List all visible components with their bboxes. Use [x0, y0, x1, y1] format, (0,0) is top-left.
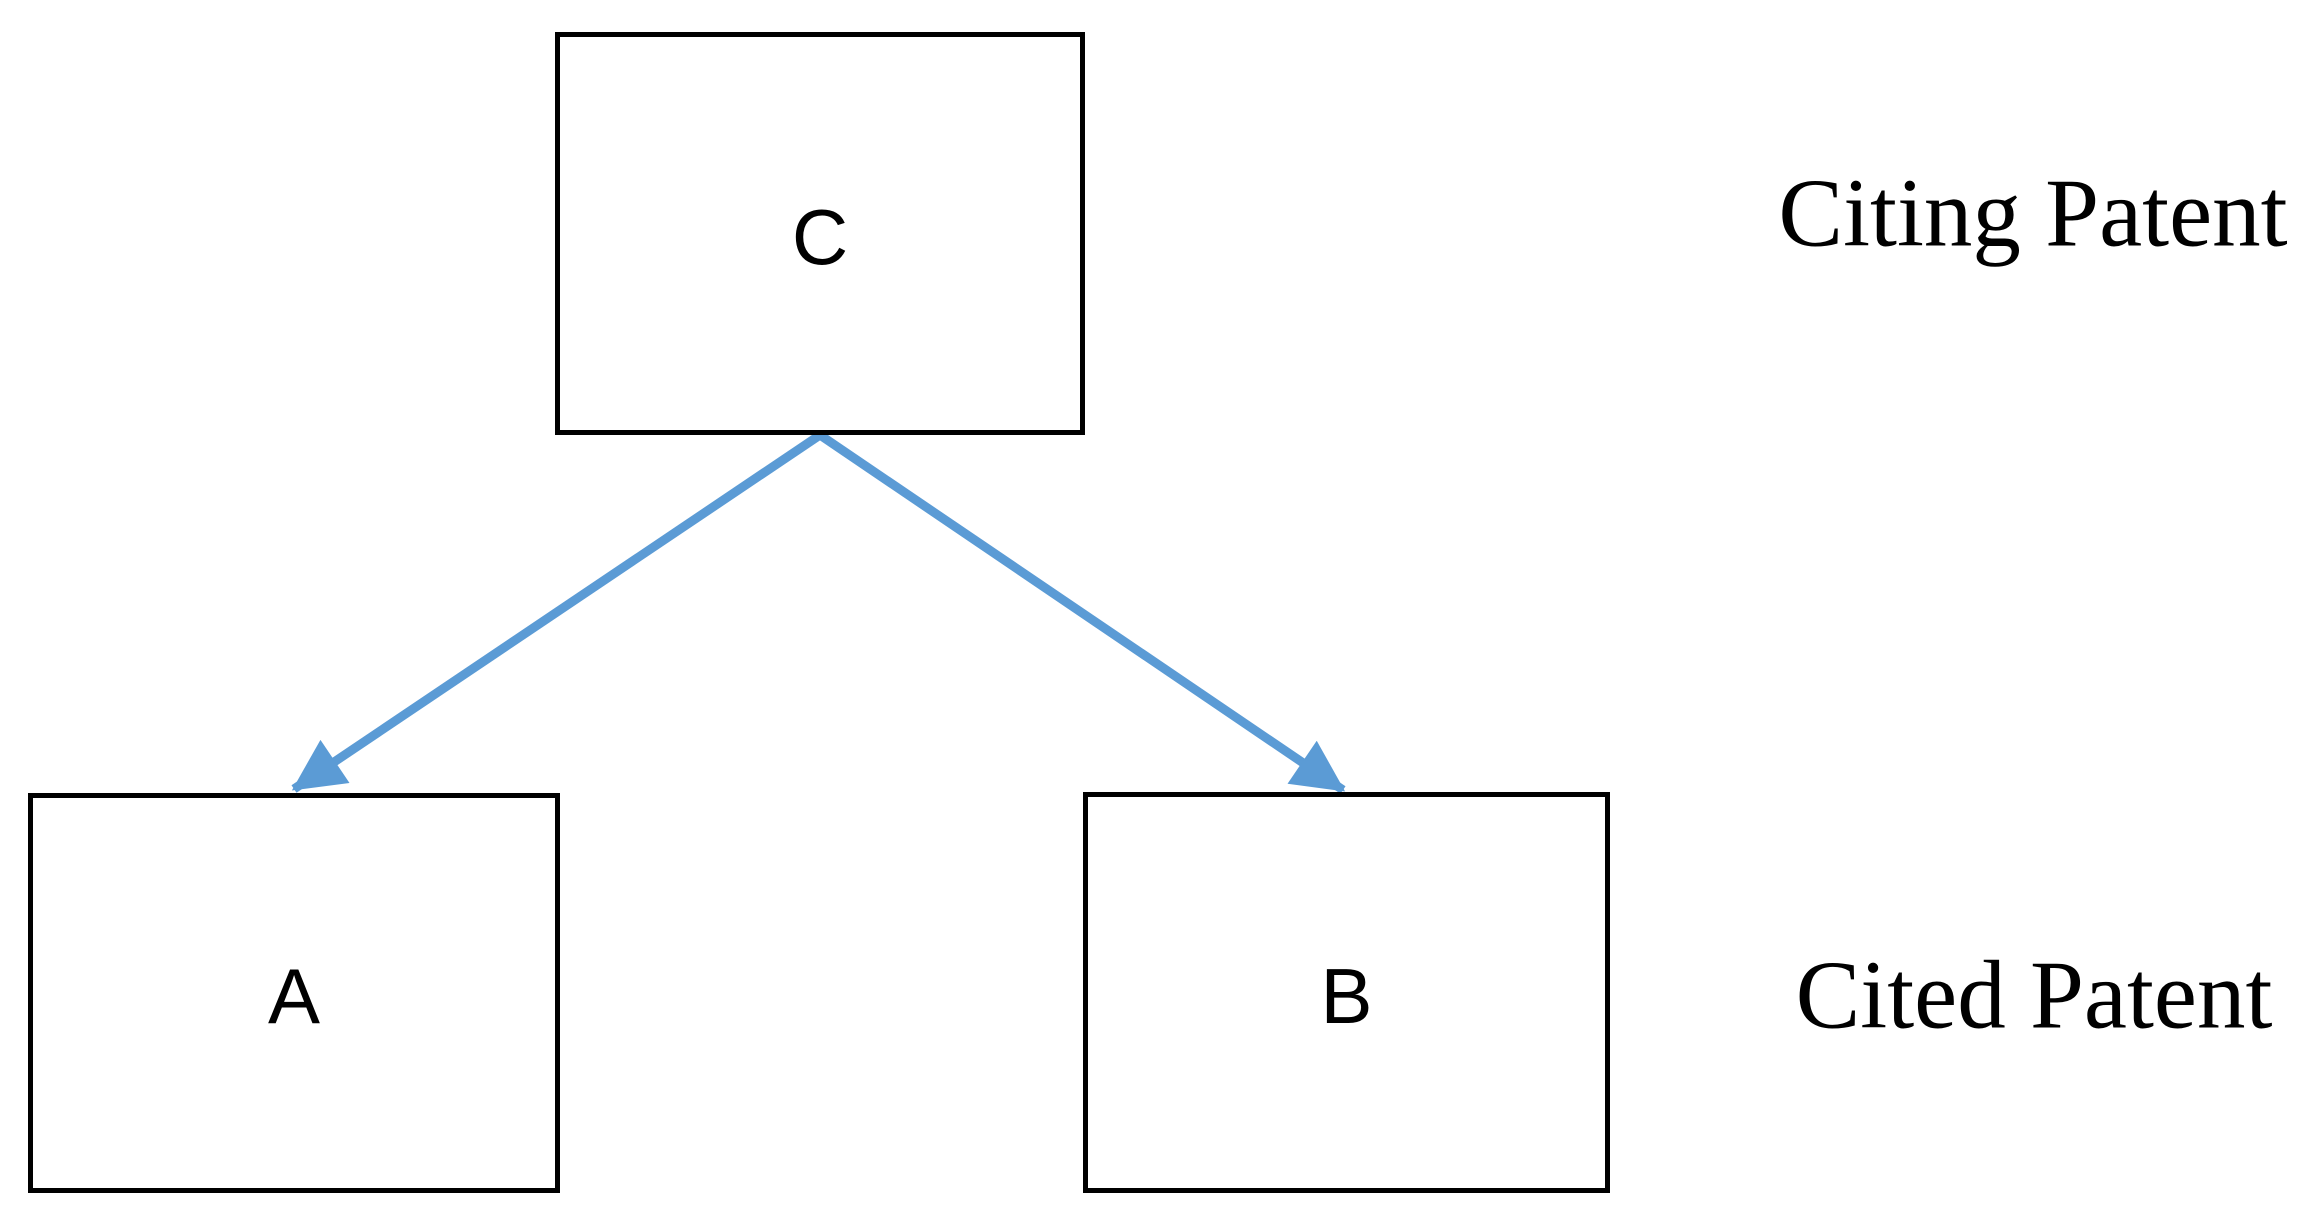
- node-c-label: C: [791, 192, 849, 281]
- arrow-c-to-a: [291, 431, 823, 793]
- node-b-label: B: [1320, 951, 1373, 1040]
- arrow-c-to-b: [817, 431, 1346, 794]
- node-cited-patent-b: B: [1083, 792, 1610, 1193]
- row-label-citing-patent: Citing Patent: [1778, 159, 2288, 267]
- row-label-cited-patent: Cited Patent: [1795, 941, 2273, 1049]
- node-citing-patent-c: C: [555, 32, 1085, 435]
- node-cited-patent-a: A: [28, 793, 560, 1193]
- node-a-label: A: [267, 952, 321, 1040]
